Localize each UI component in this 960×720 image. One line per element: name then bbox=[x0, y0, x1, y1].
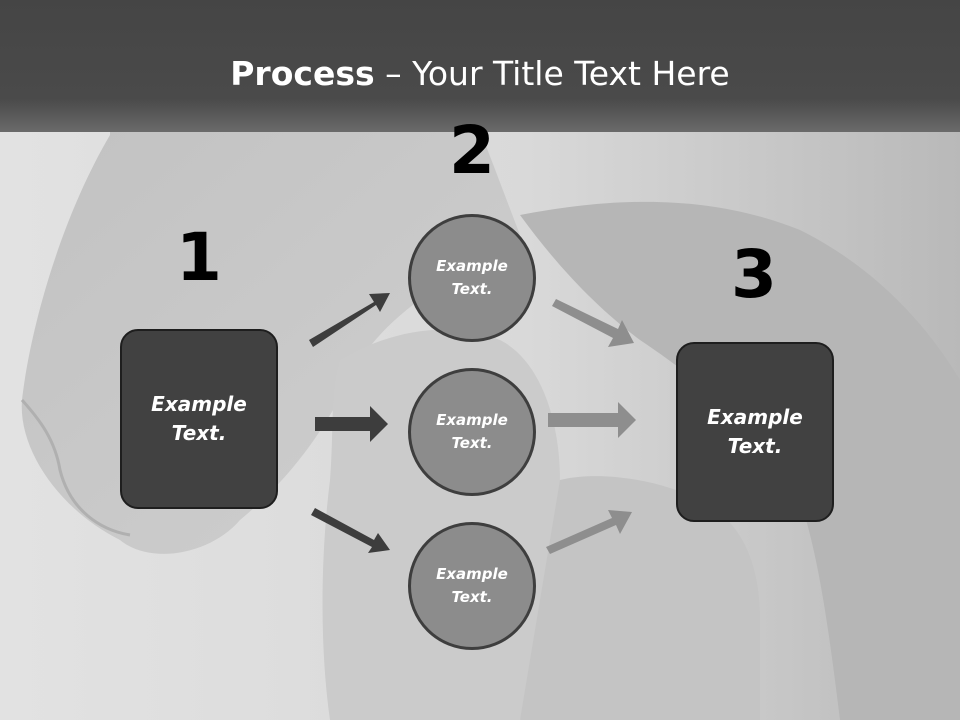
arrow-light-up-right bbox=[546, 510, 632, 554]
light-arrows bbox=[546, 299, 636, 554]
circle-bottom-label: Example Text. bbox=[436, 565, 508, 606]
circle-middle-label: Example Text. bbox=[436, 411, 508, 452]
title-bar bbox=[0, 0, 960, 132]
right-process-box: Example Text. bbox=[676, 342, 834, 522]
circle-top: Example Text. bbox=[408, 214, 536, 342]
right-box-label: Example Text. bbox=[707, 405, 803, 458]
title-rest: – Your Title Text Here bbox=[374, 54, 730, 93]
arrow-down-right bbox=[311, 508, 390, 553]
arrow-light-right bbox=[548, 402, 636, 438]
circle-middle: Example Text. bbox=[408, 368, 536, 496]
left-box-label: Example Text. bbox=[151, 392, 247, 445]
arrow-right-dark bbox=[315, 406, 388, 442]
arrow-light-down-right bbox=[552, 299, 634, 347]
slide-title: Process – Your Title Text Here bbox=[0, 52, 960, 96]
arrow-up-right bbox=[309, 293, 390, 347]
step-number-2: 2 bbox=[449, 112, 495, 189]
step-number-1: 1 bbox=[176, 219, 222, 296]
dark-arrows bbox=[309, 293, 390, 553]
step-number-3: 3 bbox=[731, 236, 777, 313]
circle-top-label: Example Text. bbox=[436, 257, 508, 298]
title-bold: Process bbox=[230, 54, 375, 93]
circle-bottom: Example Text. bbox=[408, 522, 536, 650]
left-process-box: Example Text. bbox=[120, 329, 278, 509]
